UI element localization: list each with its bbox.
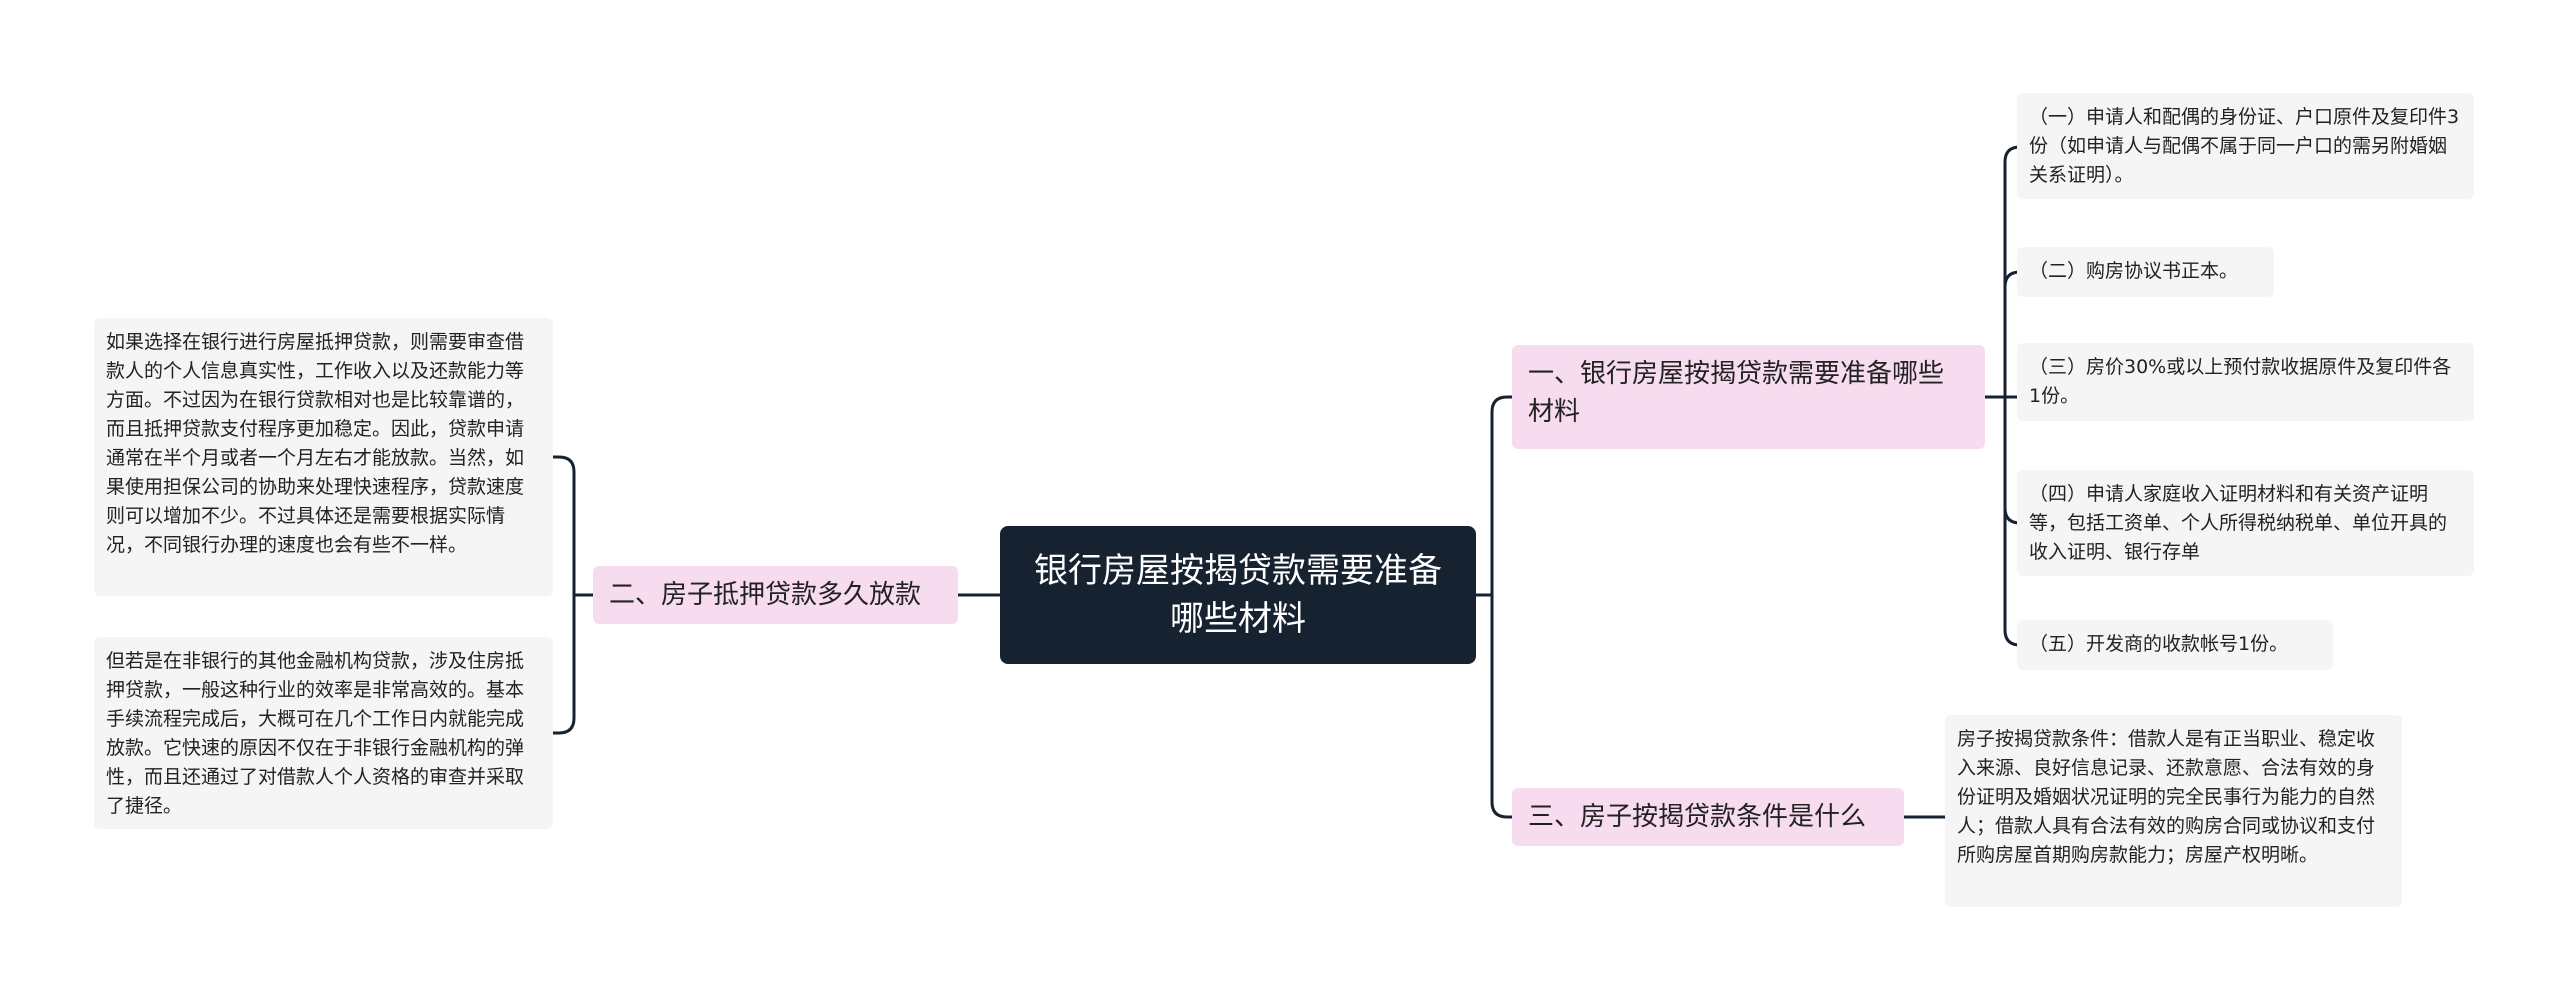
connector-b2-leaf2 xyxy=(553,595,576,735)
leaf-conditions-detail[interactable]: 房子按揭贷款条件：借款人是有正当职业、稳定收入来源、良好信息记录、还款意愿、合法… xyxy=(1945,715,2402,907)
connector-branch3 xyxy=(1490,595,1522,819)
leaf-income-proof-text: （四）申请人家庭收入证明材料和有关资产证明等，包括工资单、个人所得税纳税单、单位… xyxy=(2029,483,2448,563)
leaf-down-payment-text: （三）房价30%或以上预付款收据原件及复印件各1份。 xyxy=(2029,356,2452,407)
leaf-conditions-detail-text: 房子按揭贷款条件：借款人是有正当职业、稳定收入来源、良好信息记录、还款意愿、合法… xyxy=(1957,728,2376,866)
leaf-bank-loan-speed-text: 如果选择在银行进行房屋抵押贷款，则需要审查借款人的个人信息真实性，工作收入以及还… xyxy=(106,331,525,556)
leaf-purchase-agreement-text: （二）购房协议书正本。 xyxy=(2029,260,2239,282)
leaf-down-payment[interactable]: （三）房价30%或以上预付款收据原件及复印件各1份。 xyxy=(2017,343,2474,421)
leaf-nonbank-loan-speed-text: 但若是在非银行的其他金融机构贷款，涉及住房抵押贷款，一般这种行业的效率是非常高效… xyxy=(106,650,525,817)
leaf-developer-account-text: （五）开发商的收款帐号1份。 xyxy=(2029,633,2289,655)
branch-materials[interactable]: 一、银行房屋按揭贷款需要准备哪些材料 xyxy=(1512,345,1985,449)
root-topic[interactable]: 银行房屋按揭贷款需要准备哪些材料 xyxy=(1000,526,1476,664)
leaf-bank-loan-speed[interactable]: 如果选择在银行进行房屋抵押贷款，则需要审查借款人的个人信息真实性，工作收入以及还… xyxy=(94,318,553,596)
branch-disbursement-time-label: 二、房子抵押贷款多久放款 xyxy=(609,580,922,610)
leaf-id-documents-text: （一）申请人和配偶的身份证、户口原件及复印件3份（如申请人与配偶不属于同一户口的… xyxy=(2029,106,2460,186)
leaf-income-proof[interactable]: （四）申请人家庭收入证明材料和有关资产证明等，包括工资单、个人所得税纳税单、单位… xyxy=(2017,470,2474,576)
branch-materials-label: 一、银行房屋按揭贷款需要准备哪些材料 xyxy=(1528,359,1945,427)
connector-branch1 xyxy=(1490,395,1522,595)
leaf-purchase-agreement[interactable]: （二）购房协议书正本。 xyxy=(2017,247,2274,297)
leaf-id-documents[interactable]: （一）申请人和配偶的身份证、户口原件及复印件3份（如申请人与配偶不属于同一户口的… xyxy=(2017,93,2474,199)
branch-loan-conditions-label: 三、房子按揭贷款条件是什么 xyxy=(1528,802,1867,832)
connector-b2-leaf1 xyxy=(553,455,576,595)
leaf-nonbank-loan-speed[interactable]: 但若是在非银行的其他金融机构贷款，涉及住房抵押贷款，一般这种行业的效率是非常高效… xyxy=(94,637,553,829)
root-topic-label: 银行房屋按揭贷款需要准备哪些材料 xyxy=(1034,551,1442,639)
branch-disbursement-time[interactable]: 二、房子抵押贷款多久放款 xyxy=(593,566,958,624)
leaf-developer-account[interactable]: （五）开发商的收款帐号1份。 xyxy=(2017,620,2333,670)
branch-loan-conditions[interactable]: 三、房子按揭贷款条件是什么 xyxy=(1512,788,1904,846)
